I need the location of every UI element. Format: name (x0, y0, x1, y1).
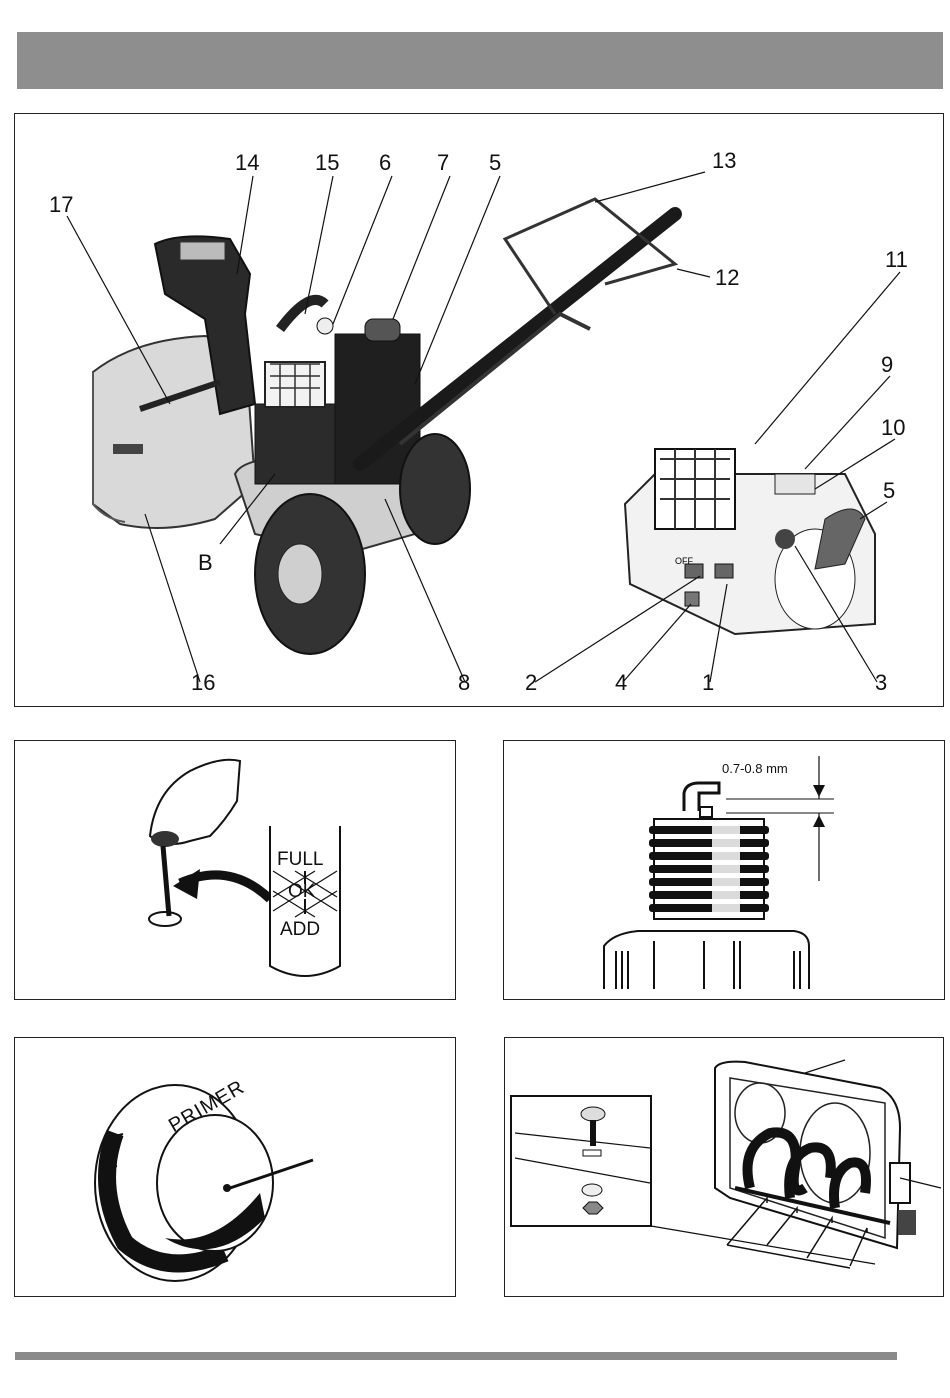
callout-6: 6 (379, 152, 391, 174)
callout-B: B (198, 552, 213, 574)
callout-11: 11 (885, 249, 908, 271)
spark-plug-gap-label: 0.7-0.8 mm (722, 761, 788, 776)
callout-1: 1 (702, 672, 714, 694)
callout-17: 17 (49, 194, 73, 216)
dipstick-add-label: ADD (280, 919, 320, 941)
dipstick-illustration (15, 741, 455, 999)
auger-shear-bolt-figure (504, 1037, 944, 1297)
callout-5-inset: 5 (883, 480, 895, 502)
svg-text:OFF: OFF (675, 556, 693, 566)
callout-3: 3 (875, 672, 887, 694)
callout-5-top: 5 (489, 152, 501, 174)
callout-13: 13 (712, 150, 736, 172)
callout-4: 4 (615, 672, 627, 694)
callout-16: 16 (191, 672, 215, 694)
snowblower-illustration: OFF (15, 114, 943, 706)
callout-15: 15 (315, 152, 339, 174)
dipstick-ok-label: OK (288, 881, 315, 903)
auger-illustration (505, 1038, 943, 1296)
footer-bar (15, 1352, 897, 1360)
callout-14: 14 (235, 152, 259, 174)
callout-10: 10 (881, 417, 905, 439)
callout-12: 12 (715, 267, 739, 289)
callout-8: 8 (458, 672, 470, 694)
header-bar (17, 32, 943, 89)
callout-2: 2 (525, 672, 537, 694)
spark-plug-illustration (504, 741, 944, 999)
primer-button-figure: PRIMER (14, 1037, 456, 1297)
spark-plug-gap-figure: 0.7-0.8 mm (503, 740, 945, 1000)
callout-9: 9 (881, 354, 893, 376)
oil-dipstick-figure: FULL OK ADD (14, 740, 456, 1000)
callout-7: 7 (437, 152, 449, 174)
snowblower-overview-figure: OFF 14 15 6 7 5 13 17 12 11 (14, 113, 944, 707)
dipstick-full-label: FULL (277, 849, 323, 871)
